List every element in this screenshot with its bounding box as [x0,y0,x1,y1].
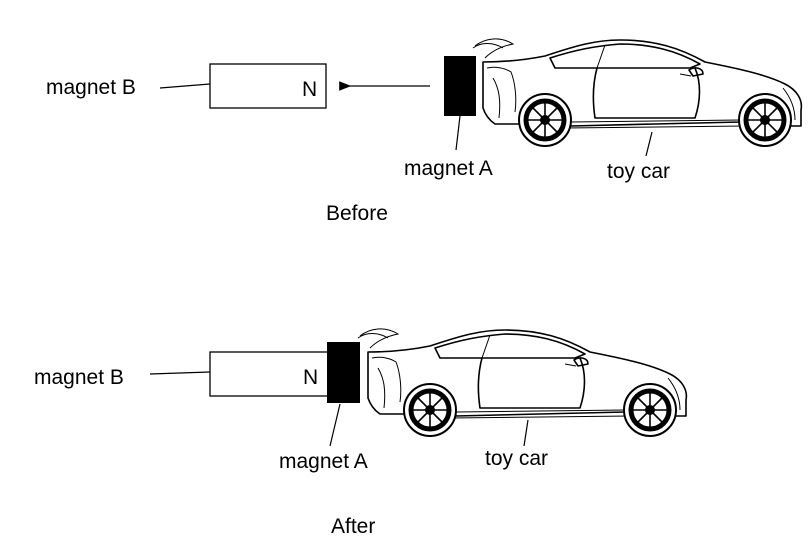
before-magnet-b-pole: N [302,78,317,101]
before-magnet-b [209,63,327,109]
after-car-label: toy car [485,447,548,470]
before-toy-car [473,39,801,146]
after-panel: magnet B N magnet A toy car After [34,329,686,538]
before-caption: Before [326,202,388,225]
after-magnet-a-label: magnet A [279,450,368,473]
before-panel: magnet B N magnet A toy car Before [46,39,801,225]
before-magnet-b-label: magnet B [46,76,136,99]
after-magnet-a-pointer [329,403,341,447]
after-magnet-b-label: magnet B [34,366,124,389]
before-magnet-a [444,56,476,116]
after-car-pointer [523,419,529,447]
before-car-pointer [645,131,653,157]
after-caption: After [331,515,375,538]
after-magnet-b-pole: N [303,366,318,389]
after-magnet-b [209,351,329,397]
after-magnet-a [327,342,360,403]
before-magnet-b-pointer [159,83,211,89]
before-car-label: toy car [607,160,670,183]
before-magnet-a-pointer [455,115,461,151]
after-toy-car [358,329,686,436]
before-magnet-a-label: magnet A [404,157,493,180]
after-magnet-b-pointer [149,371,211,375]
